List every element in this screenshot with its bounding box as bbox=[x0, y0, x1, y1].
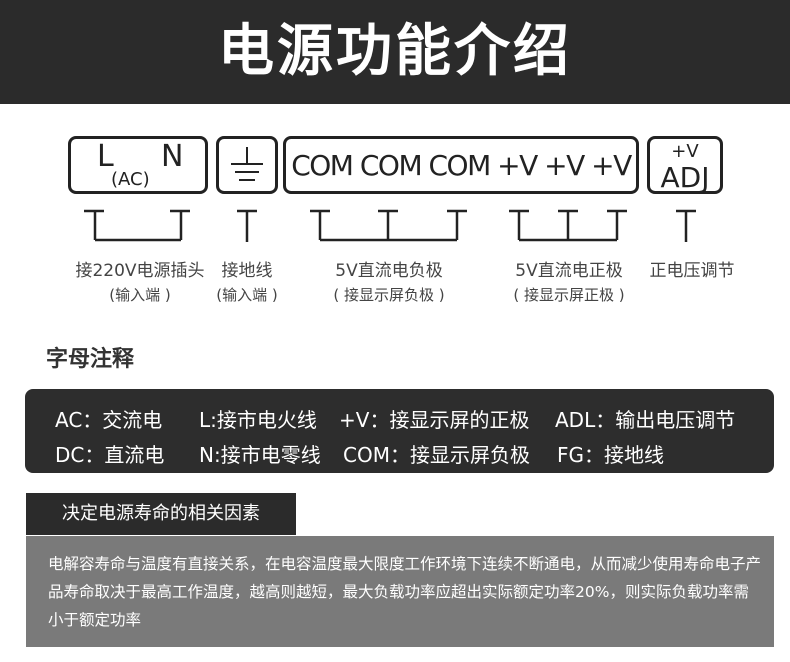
label-dc-negative: 5V直流电负极 bbox=[335, 261, 443, 281]
sublabel-dc-negative: ( 接显示屏负极 ) bbox=[333, 286, 445, 304]
label-voltage-adjust: 正电压调节 bbox=[649, 261, 735, 281]
legend-item: N:接市电零线 bbox=[199, 443, 321, 467]
label-ground: 接地线 bbox=[221, 261, 273, 281]
label-dc-positive: 5V直流电正极 bbox=[515, 261, 623, 281]
terminal-box-adj: +V ADJ bbox=[647, 136, 723, 194]
header-banner: 电源功能介绍 bbox=[0, 0, 790, 104]
terminal-ac-label: (AC) bbox=[111, 169, 150, 190]
sublabel-ground: (输入端 ) bbox=[216, 286, 278, 304]
connector-lines bbox=[84, 209, 696, 242]
terminal-box-output: COM COM COM +V +V +V bbox=[283, 136, 639, 194]
terminal-box-ac-input: L (AC) N bbox=[68, 136, 208, 194]
terminal-l: L bbox=[97, 139, 114, 174]
life-section-tab: 决定电源寿命的相关因素 bbox=[26, 493, 296, 535]
label-ac-input: 接220V电源插头 bbox=[75, 261, 205, 281]
adj-label: ADJ bbox=[660, 161, 710, 194]
legend-section-title: 字母注释 bbox=[46, 347, 135, 372]
life-section-description: 电解容寿命与温度有直接关系，在电容温度最大限度工作环境下连续不断通电，从而减少使… bbox=[26, 536, 774, 647]
page-title: 电源功能介绍 bbox=[218, 19, 572, 84]
legend-item: FG：接地线 bbox=[557, 443, 665, 467]
output-terminals-text: COM COM COM +V +V +V bbox=[291, 149, 632, 182]
legend-item: COM：接显示屏负极 bbox=[343, 443, 530, 467]
terminal-box-ground bbox=[216, 136, 278, 194]
legend-item: DC：直流电 bbox=[55, 443, 165, 467]
adj-plus-v: +V bbox=[671, 141, 699, 162]
life-description-text: 电解容寿命与温度有直接关系，在电容温度最大限度工作环境下连续不断通电，从而减少使… bbox=[48, 555, 762, 629]
ground-icon bbox=[231, 147, 263, 181]
terminal-n: N bbox=[161, 139, 184, 174]
legend-item: AC：交流电 bbox=[55, 408, 163, 432]
sublabel-ac-input: (输入端 ) bbox=[109, 286, 171, 304]
legend-panel: AC：交流电 L:接市电火线 +V：接显示屏的正极 ADL：输出电压调节 DC：… bbox=[25, 389, 774, 473]
sublabel-dc-positive: ( 接显示屏正极 ) bbox=[513, 286, 625, 304]
legend-item: ADL：输出电压调节 bbox=[555, 408, 736, 432]
legend-item: L:接市电火线 bbox=[199, 408, 317, 432]
legend-item: +V：接显示屏的正极 bbox=[339, 408, 530, 432]
